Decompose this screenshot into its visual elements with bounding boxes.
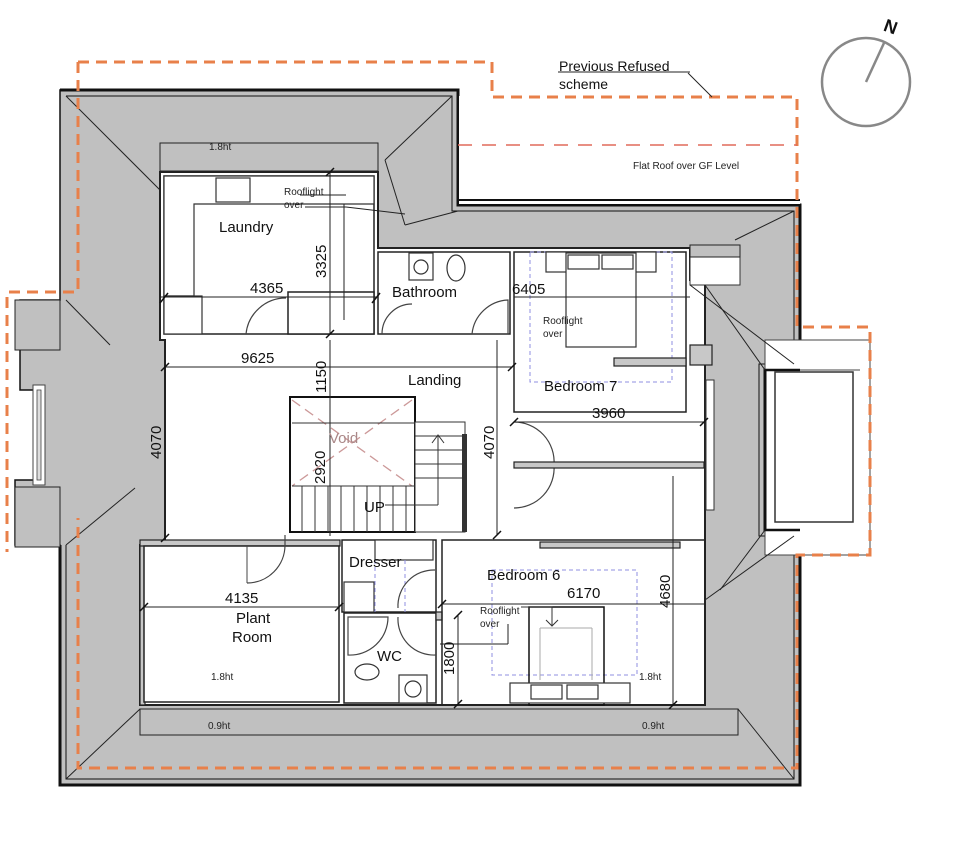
dim-bedroom6-depth: 4680	[657, 575, 674, 608]
dim-stair-depth: 2920	[312, 451, 329, 484]
landing-label: Landing	[408, 372, 461, 389]
dim-landing-width: 9625	[241, 350, 274, 367]
north-compass	[820, 36, 912, 128]
up-label: UP	[364, 499, 385, 516]
ht-bottom-left-label: 0.9ht	[208, 721, 230, 732]
dim-bedroom7-length: 6405	[512, 281, 545, 298]
dimension-lines	[139, 167, 709, 710]
plant-room-label-1: Plant	[236, 610, 271, 627]
bathroom-label: Bathroom	[392, 284, 457, 301]
rooflight-bed6-2: over	[480, 619, 500, 630]
previous-refused-scheme-outline	[5, 60, 872, 770]
refused-scheme-label-2: scheme	[559, 76, 608, 92]
flat-roof-label: Flat Roof over GF Level	[633, 161, 739, 172]
dim-plant-room-width: 4135	[225, 590, 258, 607]
dim-laundry-width: 4365	[250, 280, 283, 297]
dim-bedroom7-width: 3960	[592, 405, 625, 422]
rooflight-bed7-2: over	[543, 329, 563, 340]
ht-top-label: 1.8ht	[209, 142, 231, 153]
bathroom	[377, 251, 511, 335]
dim-right-depth: 4070	[481, 426, 498, 459]
ht-plant-label: 1.8ht	[211, 672, 233, 683]
bedroom-7	[513, 251, 715, 511]
plant-room-label-2: Room	[232, 629, 272, 646]
wc-label: WC	[377, 648, 402, 665]
dim-left-depth: 4070	[148, 426, 165, 459]
rooflight-bed7-1: Rooflight	[543, 316, 583, 327]
flat-roof-region	[458, 96, 800, 204]
bedroom-6	[441, 539, 706, 706]
rooflight-bed6-1: Rooflight	[480, 606, 520, 617]
bedroom6-label: Bedroom 6	[487, 567, 560, 584]
void-label: Void	[329, 430, 358, 447]
ht-bottom-right-label: 0.9ht	[642, 721, 664, 732]
laundry-label: Laundry	[219, 219, 274, 236]
stairwell	[289, 396, 467, 533]
roof-hip-lines	[65, 95, 795, 780]
rooflight-laundry-1: Rooflight	[284, 187, 324, 198]
north-label: N	[881, 15, 900, 38]
dim-bedroom6-width: 6170	[567, 585, 600, 602]
dim-landing-gap: 1150	[313, 361, 330, 393]
dim-laundry-depth: 3325	[313, 245, 330, 278]
plant-room	[139, 535, 341, 706]
dim-wc-depth: 1800	[441, 642, 458, 675]
rooflight-laundry-2: over	[284, 200, 304, 211]
dresser-wc	[341, 539, 443, 704]
labels: Previous Refused scheme Flat Roof over G…	[148, 15, 900, 732]
ht-bed6-label: 1.8ht	[639, 672, 661, 683]
bedroom7-label: Bedroom 7	[544, 378, 617, 395]
dresser-label: Dresser	[349, 554, 402, 571]
laundry-room	[163, 175, 375, 335]
refused-scheme-label-1: Previous Refused	[559, 58, 670, 74]
